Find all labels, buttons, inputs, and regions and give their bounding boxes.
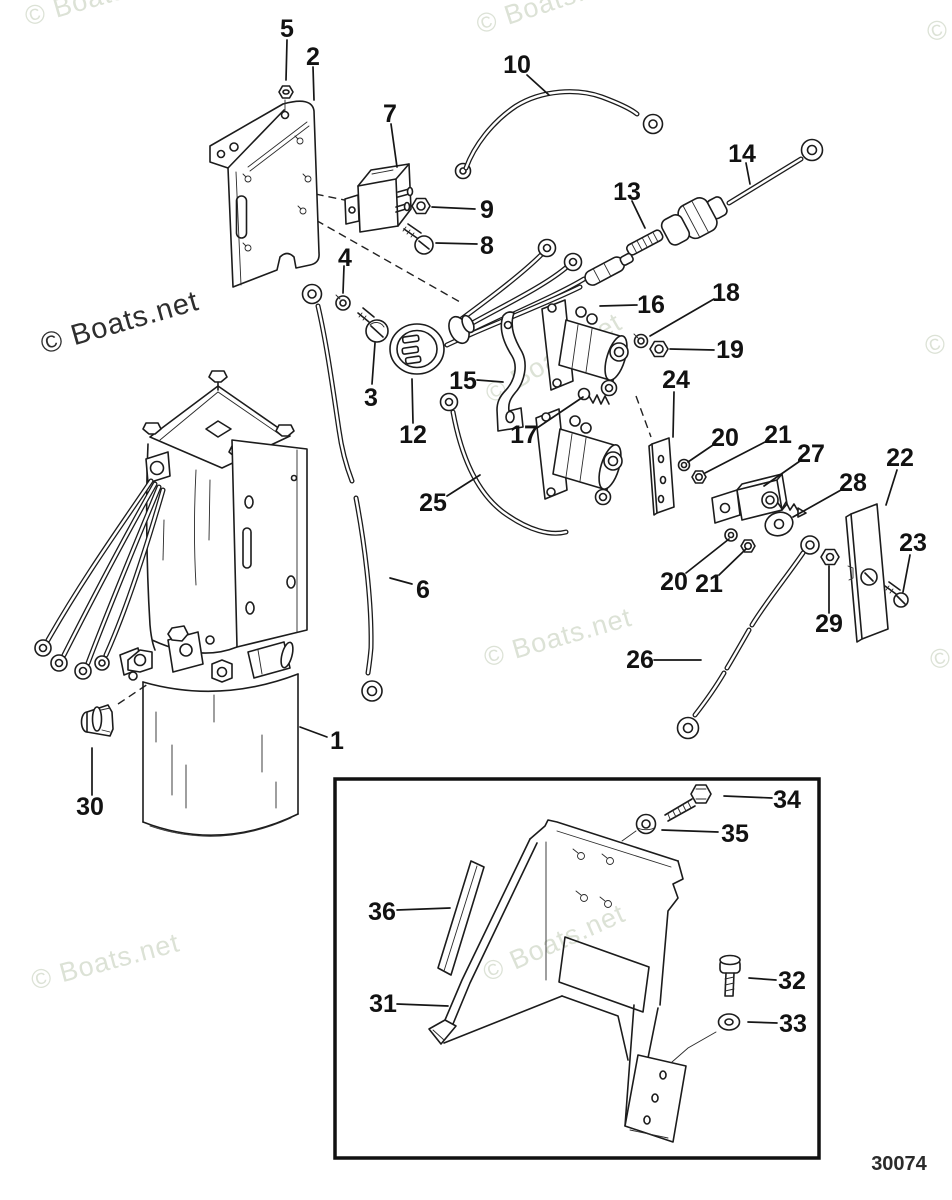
callout-21-lower: 21 [695, 570, 723, 598]
washer-33 [671, 1013, 741, 1063]
nut-29 [820, 548, 840, 566]
watermark-right-2: © [926, 641, 952, 676]
callout-1: 1 [330, 727, 344, 755]
mounting-bracket [209, 100, 320, 288]
screw-23 [884, 581, 909, 608]
callout-27: 27 [797, 440, 825, 468]
callout-20-upper: 20 [711, 424, 739, 452]
support-bracket-15 [496, 311, 526, 432]
inset-box [333, 777, 821, 1160]
connector-stud-13 [626, 229, 664, 256]
washer-20-upper [677, 458, 691, 472]
bolt-3 [357, 307, 389, 343]
spring-bolt [577, 387, 610, 405]
callout-14: 14 [728, 140, 756, 168]
nut-21-upper [691, 470, 707, 484]
spacer-rod-36 [437, 860, 485, 976]
lock-washer-4 [335, 294, 351, 311]
nut-19 [649, 340, 669, 358]
bracket-holes [572, 848, 614, 908]
callout-12: 12 [399, 421, 427, 449]
ground-cable-25 [439, 392, 569, 536]
anode-plate-22 [845, 503, 889, 643]
callout-30: 30 [76, 793, 104, 821]
ground-strap-26 [676, 535, 820, 740]
starter-solenoid-16 [541, 299, 629, 405]
callout-23: 23 [899, 529, 927, 557]
pump-wires [34, 478, 166, 680]
flange-nut-5 [278, 85, 294, 112]
inset-box-border [333, 777, 821, 1160]
bolt-32 [719, 954, 741, 997]
jumper-cable-10 [454, 89, 664, 180]
callout-16: 16 [637, 291, 665, 319]
transom-bracket-31 [428, 819, 687, 1143]
callout-2: 2 [306, 43, 320, 71]
callout-15: 15 [449, 367, 477, 395]
callout-32: 32 [778, 967, 806, 995]
callout-29: 29 [815, 610, 843, 638]
washer-20-lower [724, 528, 738, 542]
positive-cable-14 [660, 138, 824, 246]
callout-19: 19 [716, 336, 744, 364]
screw-8 [402, 223, 434, 255]
callout-35: 35 [721, 820, 749, 848]
watermark-top-right: © [923, 13, 951, 48]
watermark-right-1: © [921, 327, 949, 362]
fill-plug [80, 704, 114, 737]
callout-7: 7 [383, 100, 397, 128]
reservoir [142, 673, 299, 837]
watermark-top-left: © Boats.net [21, 0, 176, 32]
flat-washer-28 [764, 511, 794, 537]
callout-5: 5 [280, 15, 294, 43]
bolt-34 [664, 784, 712, 822]
callout-3: 3 [364, 384, 378, 412]
bracket-hole-marks [242, 135, 312, 252]
callout-8: 8 [480, 232, 494, 260]
callout-18: 18 [712, 279, 740, 307]
pump-assembly [34, 370, 308, 837]
watermark-bottom-left: © Boats.net [28, 927, 183, 995]
watermark-mid-low: © Boats.net [480, 602, 635, 673]
callout-33: 33 [779, 1010, 807, 1038]
callout-22: 22 [886, 444, 914, 472]
mount-plate-24 [648, 437, 675, 516]
callout-28: 28 [839, 469, 867, 497]
watermark-inset-box: © Boats.net [478, 898, 630, 987]
ground-cable-6 [301, 283, 383, 702]
callout-17: 17 [510, 421, 538, 449]
leader-lines [91, 39, 911, 1024]
harness-sleeve [584, 252, 634, 286]
starter-solenoid-17 [535, 408, 623, 506]
callout-26: 26 [626, 646, 654, 674]
callout-31: 31 [369, 990, 397, 1018]
callout-numbers: 1 2 3 4 5 6 7 8 9 10 12 13 14 15 16 17 1… [76, 15, 927, 1038]
watermark-top-mid: © Boats.net [473, 0, 627, 40]
valve-manifold [119, 625, 294, 683]
callout-25: 25 [419, 489, 447, 517]
callout-6: 6 [416, 576, 430, 604]
washer-35 [621, 813, 657, 842]
callout-24: 24 [662, 366, 690, 394]
diagram-number: 30074 [871, 1153, 927, 1175]
callout-20-lower: 20 [660, 568, 688, 596]
fuse-assembly-27 [711, 473, 807, 524]
callout-21-upper: 21 [764, 421, 792, 449]
circuit-breaker [344, 163, 414, 233]
callout-4: 4 [338, 244, 352, 272]
connector-face-slots [401, 334, 422, 365]
wire-harness-12 [389, 238, 634, 375]
callout-10: 10 [503, 51, 531, 79]
callout-36: 36 [368, 898, 396, 926]
nut-21-lower [740, 539, 756, 553]
callout-13: 13 [613, 178, 641, 206]
callout-9: 9 [480, 196, 494, 224]
watermark-left-dark: © Boats.net [37, 285, 202, 361]
callout-34: 34 [773, 786, 801, 814]
nut-9 [411, 197, 431, 215]
lock-washer-18 [633, 333, 649, 349]
